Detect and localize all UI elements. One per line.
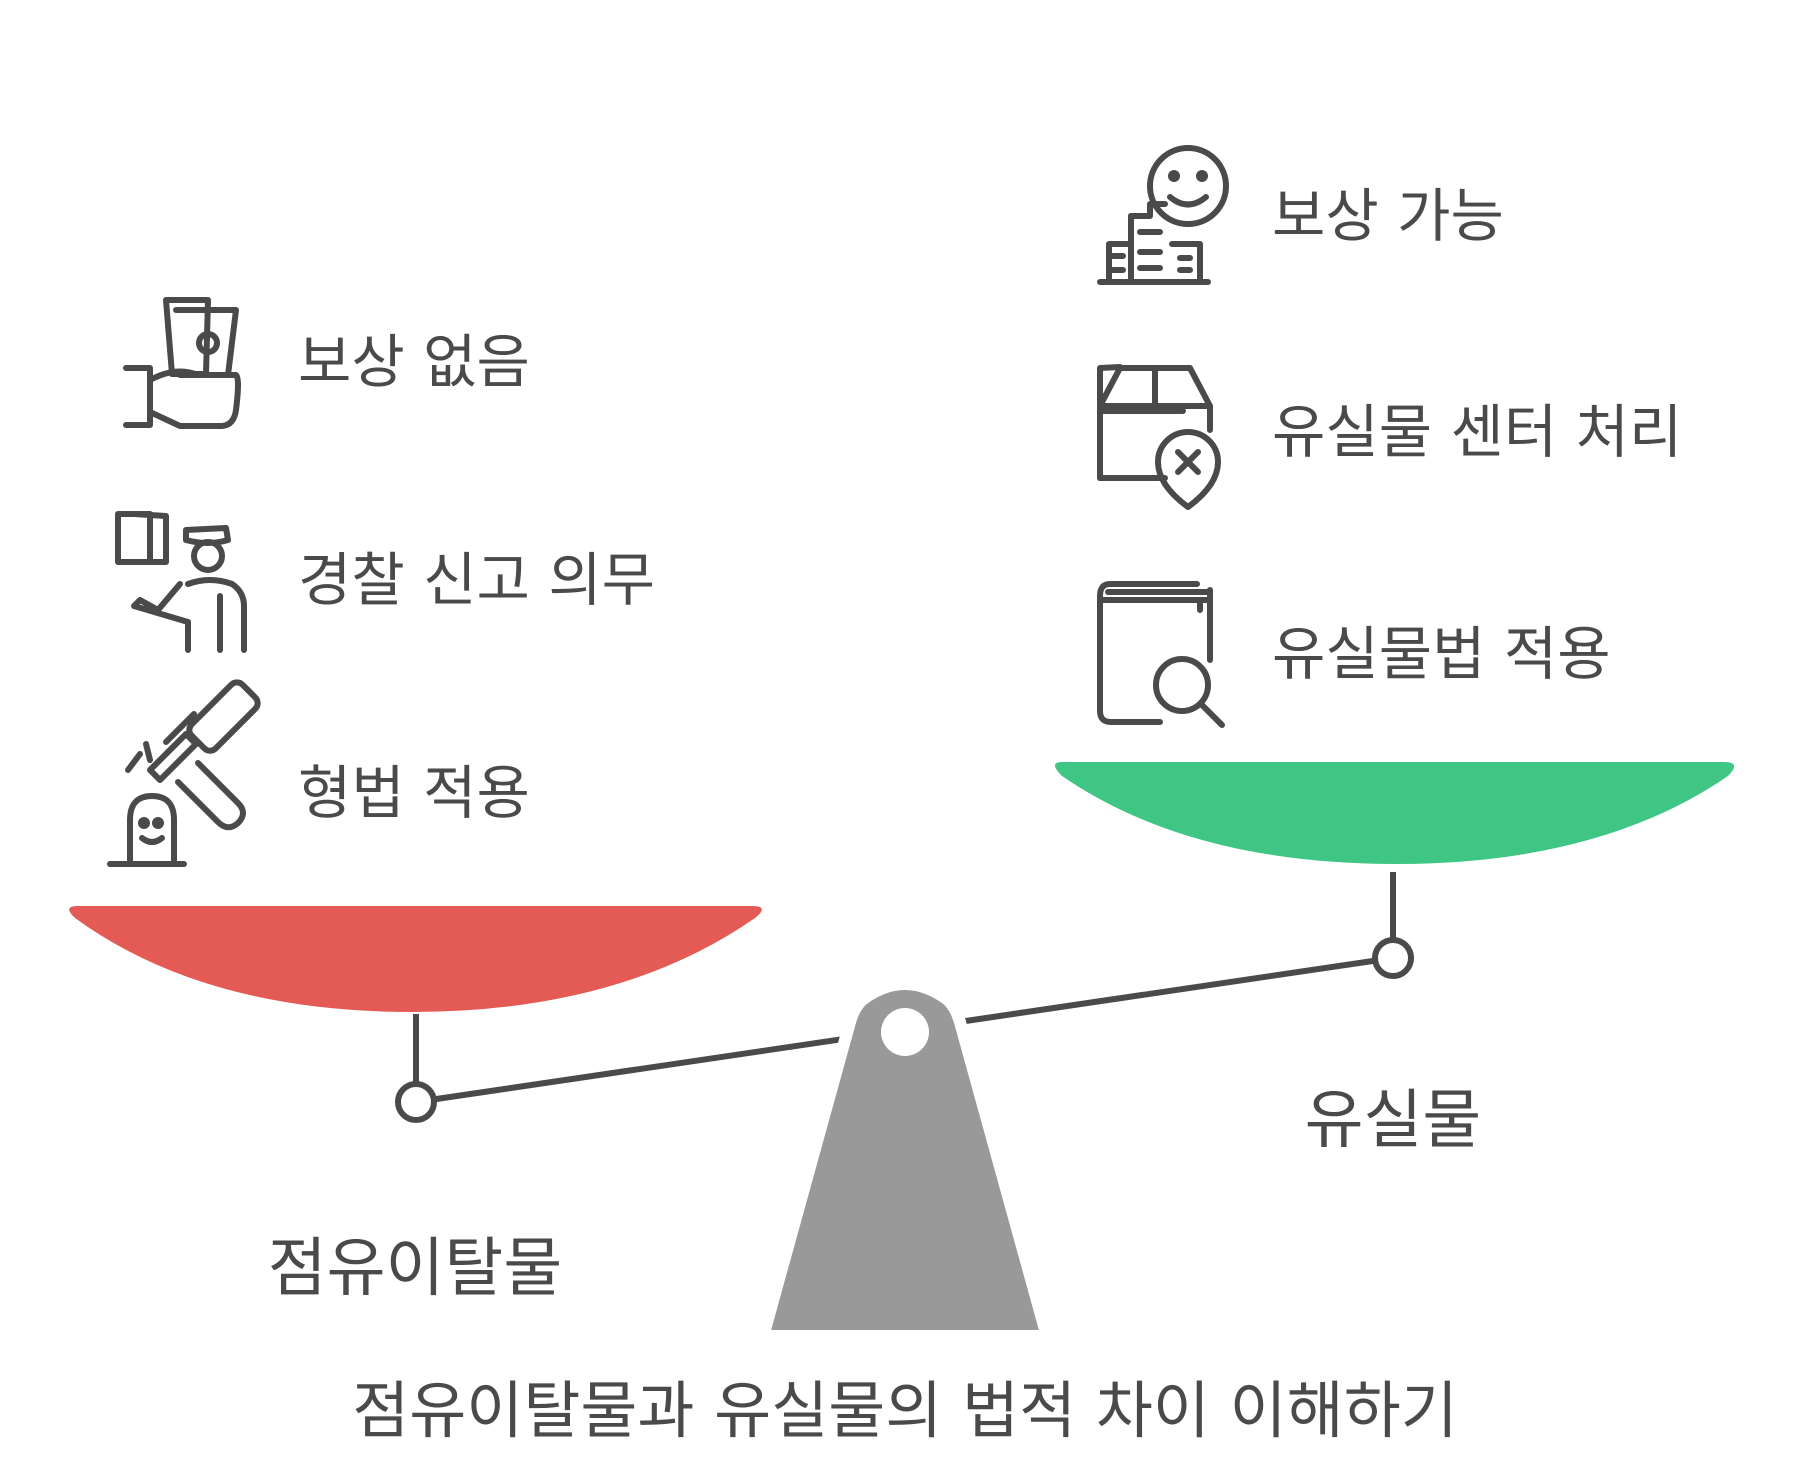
right-item-3: 유실물법 적용 bbox=[1097, 581, 1611, 728]
diagram-caption: 점유이탈물과 유실물의 법적 차이 이해하기 bbox=[352, 1374, 1458, 1447]
right-side-label: 유실물 bbox=[1305, 1084, 1482, 1158]
fulcrum bbox=[759, 978, 1051, 1342]
right-pivot bbox=[1372, 937, 1414, 979]
right-item-3-text: 유실물법 적용 bbox=[1272, 620, 1611, 688]
left-item-2-text: 경찰 신고 의무 bbox=[298, 546, 655, 614]
package-location-icon bbox=[1097, 364, 1221, 510]
right-item-1-text: 보상 가능 bbox=[1272, 182, 1504, 250]
left-item-3: 형법 적용 bbox=[107, 679, 530, 867]
right-pan bbox=[1055, 762, 1735, 864]
right-item-1: 보상 가능 bbox=[1097, 145, 1504, 285]
left-item-1: 보상 없음 bbox=[123, 297, 530, 429]
left-pivot bbox=[395, 1081, 437, 1123]
left-pan bbox=[69, 906, 762, 1012]
gavel-icon bbox=[107, 679, 261, 867]
police-officer-icon bbox=[115, 511, 247, 653]
hand-money-icon bbox=[123, 297, 241, 429]
left-item-3-text: 형법 적용 bbox=[298, 759, 530, 827]
book-search-icon bbox=[1097, 581, 1225, 728]
right-item-2-text: 유실물 센터 처리 bbox=[1272, 398, 1682, 466]
right-item-2: 유실물 센터 처리 bbox=[1097, 364, 1682, 510]
left-side-label: 점유이탈물 bbox=[268, 1232, 562, 1306]
left-item-1-text: 보상 없음 bbox=[298, 328, 530, 396]
left-item-2: 경찰 신고 의무 bbox=[115, 511, 655, 653]
fulcrum-hole bbox=[881, 1008, 929, 1056]
smiley-building-icon bbox=[1097, 145, 1229, 285]
